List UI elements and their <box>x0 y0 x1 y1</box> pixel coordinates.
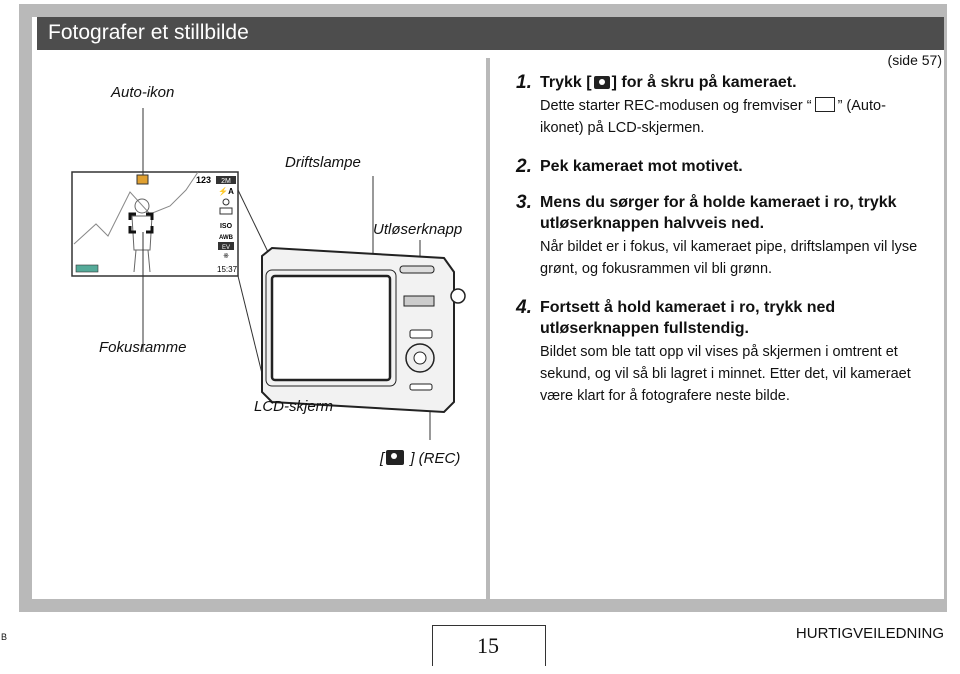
label-shutter-button: Utløserknapp <box>373 221 463 238</box>
screen-auto-icon <box>136 174 149 185</box>
camera-strap-lug <box>450 288 466 304</box>
footer-language-marker: B <box>1 632 8 642</box>
camera-icon <box>593 76 610 89</box>
svg-text:ISO: ISO <box>220 223 233 230</box>
step-1: 1. Trykk [ ] for å skru på kameraet. Dett… <box>516 72 946 139</box>
lcd-shot-count: 123 <box>196 175 211 185</box>
lcd-memory-icon <box>75 264 99 273</box>
svg-text:EV: EV <box>222 245 230 251</box>
step-number: 4. <box>516 297 532 318</box>
camera-lcd-screen <box>270 274 392 382</box>
step-4-body: Bildet som ble tatt opp vil vises på skj… <box>540 344 911 404</box>
lcd-time: 15:37 <box>217 265 238 274</box>
svg-text:⚡A: ⚡A <box>218 186 234 196</box>
rec-label-text: ] (REC) <box>406 450 461 467</box>
step-number: 2. <box>516 156 532 177</box>
step-2-head: Pek kameraet mot motivet. <box>540 158 743 175</box>
step-number: 1. <box>516 72 532 93</box>
svg-text:※: ※ <box>223 253 229 260</box>
step-3-body: Når bildet er i fokus, vil kameraet pipe… <box>540 239 918 277</box>
camera-body <box>261 246 466 414</box>
step-1-head-pre: Trykk [ <box>540 74 592 91</box>
step-1-head-post: ] for å skru på kameraet. <box>611 74 797 91</box>
svg-text:2M: 2M <box>221 178 231 185</box>
camera-mode-switch <box>403 295 435 307</box>
camera-shutter-button <box>399 265 435 274</box>
scene-mountains <box>73 171 199 245</box>
column-divider <box>486 58 490 600</box>
step-number: 3. <box>516 192 532 213</box>
step-2: 2. Pek kameraet mot motivet. <box>516 156 946 177</box>
label-rec-button: [ ] (REC) <box>380 450 461 467</box>
person-figure <box>131 198 153 273</box>
step-1-body-post: ” (Auto-ikonet) på LCD-skjermen. <box>540 98 886 136</box>
camera-icon <box>386 450 405 465</box>
auto-mode-icon <box>814 97 835 112</box>
step-4-head: Fortsett å hold kameraet i ro, trykk ned… <box>540 299 836 337</box>
lcd-zoom-screen <box>71 171 239 277</box>
label-operation-lamp: Driftslampe <box>285 154 361 171</box>
page-title: Fotografer et stillbilde <box>48 21 249 44</box>
step-1-body-pre: Dette starter REC-modusen og fremviser “ <box>540 98 812 114</box>
label-auto-icon: Auto-ikon <box>111 84 175 101</box>
step-3: 3. Mens du sørger for å holde kameraet i… <box>516 192 946 280</box>
footer-section-title: HURTIGVEILEDNING <box>795 625 944 642</box>
svg-text:AWB: AWB <box>219 235 234 241</box>
page-number-box <box>432 625 546 666</box>
step-4: 4. Fortsett å hold kameraet i ro, trykk … <box>516 297 946 407</box>
camera-illustration: 2M ⚡A ISO AWB EV ※ 123 15:37 <box>71 108 466 440</box>
lcd-status-column: 2M ⚡A ISO AWB EV ※ <box>216 176 236 260</box>
label-focus-frame: Fokusramme <box>99 339 187 356</box>
title-bar <box>37 17 944 50</box>
page-number: 15 <box>477 633 499 658</box>
step-3-head: Mens du sørger for å holde kameraet i ro… <box>540 194 897 232</box>
focus-frame <box>128 212 154 234</box>
page-reference: (side 57) <box>887 52 942 68</box>
label-lcd-screen: LCD-skjerm <box>254 398 334 415</box>
